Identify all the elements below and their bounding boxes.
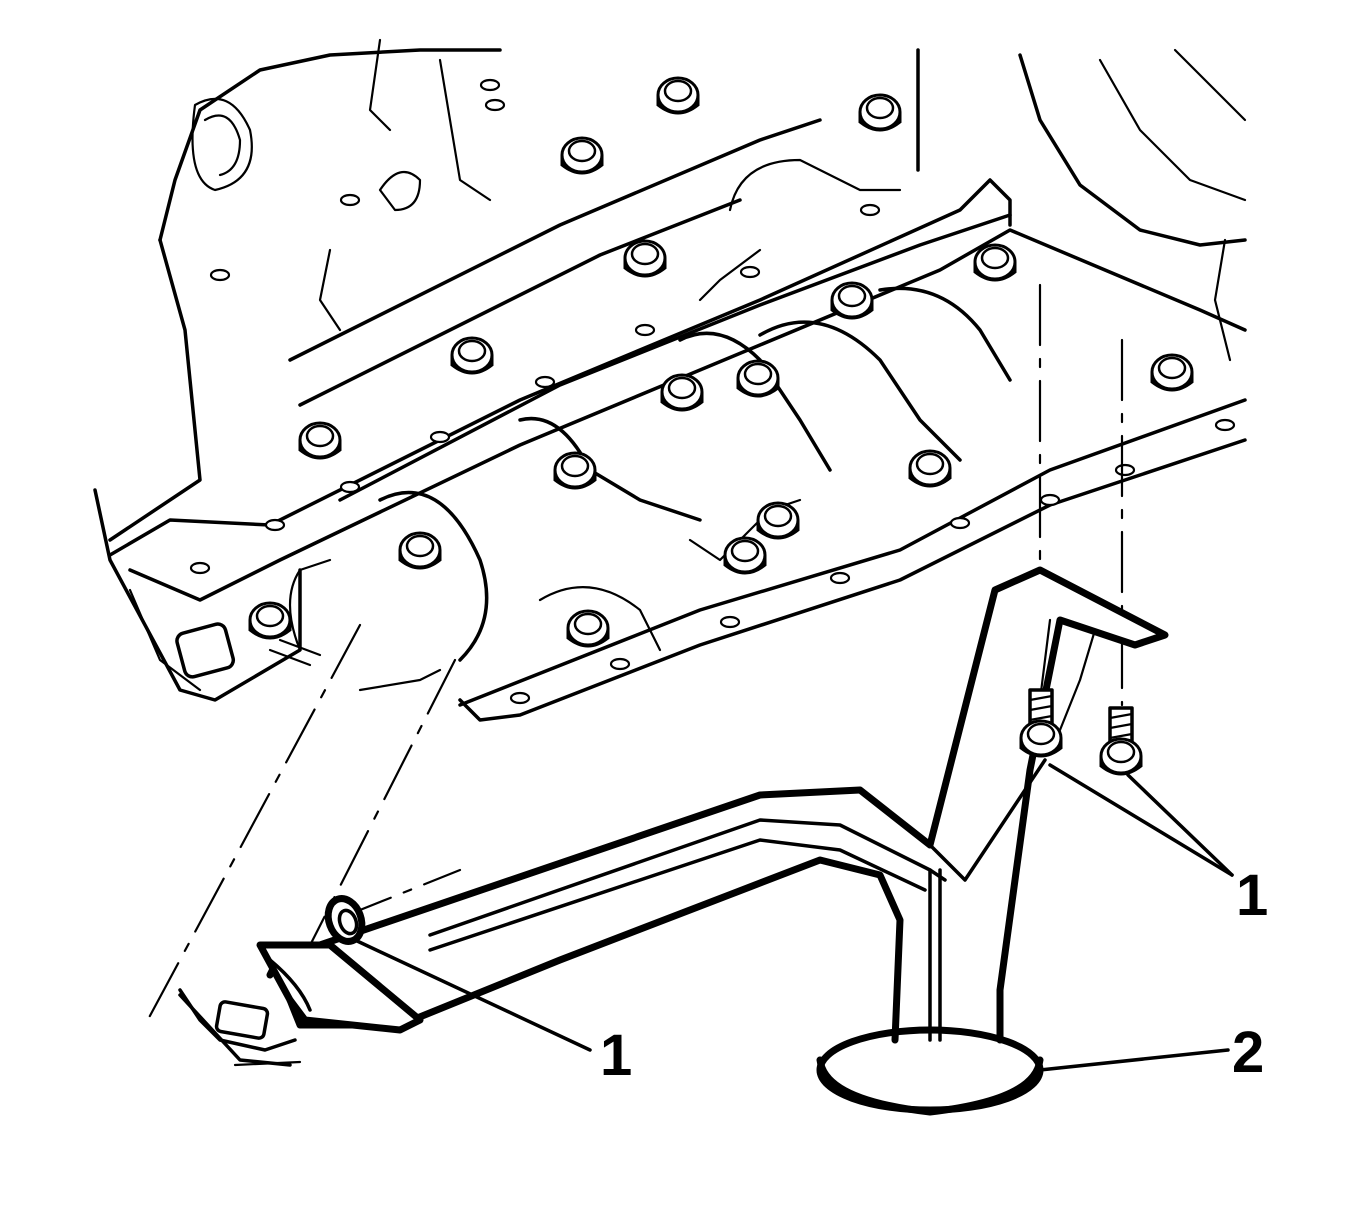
mounting-bolt xyxy=(1019,688,1063,758)
callout-seal: 1 xyxy=(600,1023,632,1088)
leader-lines xyxy=(353,763,1234,1072)
callout-pickup-screen: 2 xyxy=(1232,1020,1264,1085)
callout-bolts: 1 xyxy=(1236,863,1268,928)
engine-block xyxy=(93,38,1247,722)
oil-pump-pickup-tube xyxy=(178,566,1169,1116)
mounting-bolt xyxy=(1099,706,1143,776)
